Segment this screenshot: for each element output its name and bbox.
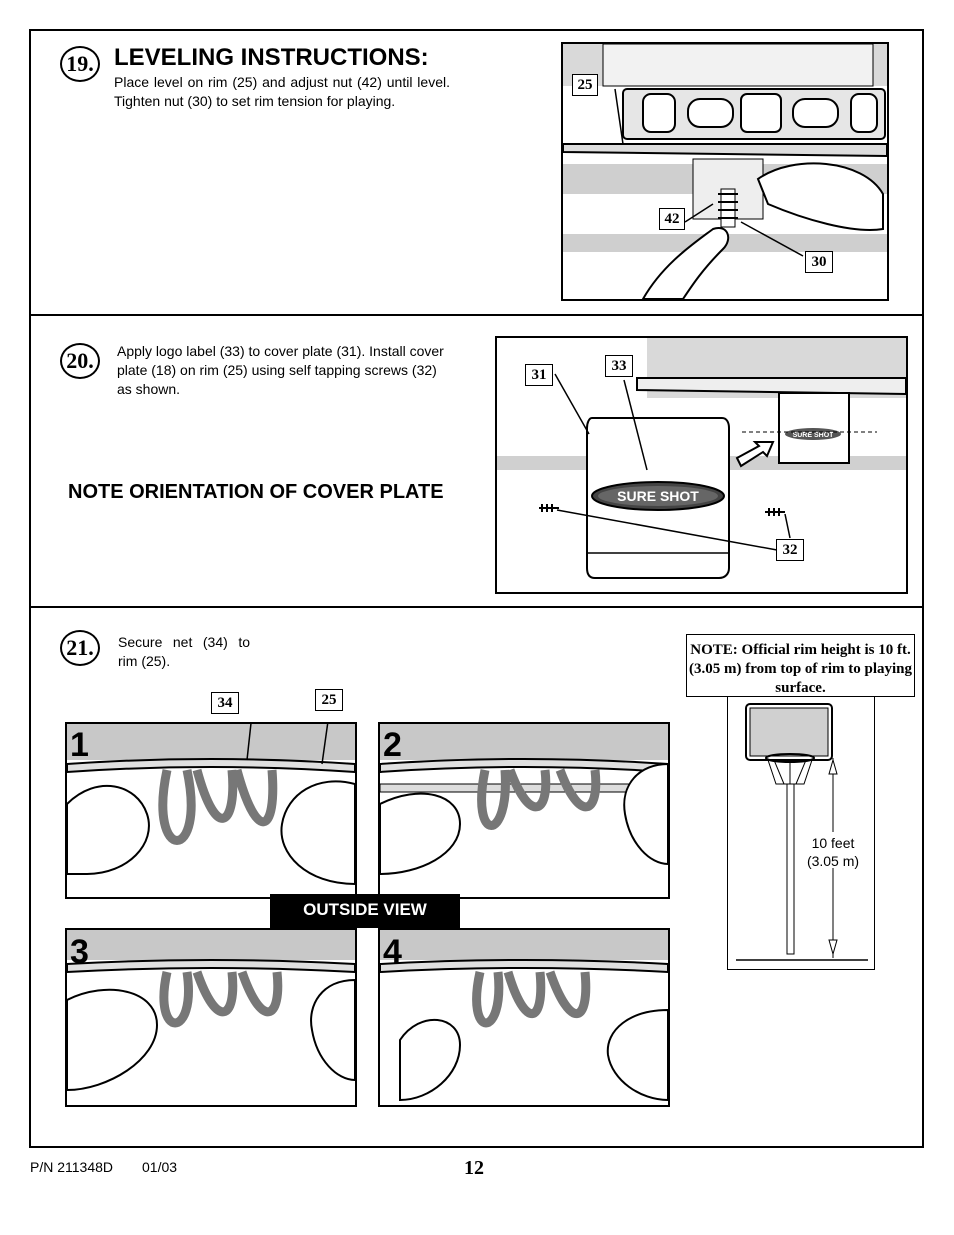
panel-2-number: 2	[383, 726, 402, 764]
step-19-text: Place level on rim (25) and adjust nut (…	[114, 74, 450, 109]
height-label: 10 feet (3.05 m)	[801, 834, 865, 870]
callout-33: 33	[605, 355, 633, 377]
net-step-panel-4	[378, 928, 670, 1107]
leveling-illustration	[561, 42, 889, 301]
callout-42: 42	[659, 208, 685, 230]
net-step-panel-3	[65, 928, 357, 1107]
panel-1-number: 1	[70, 726, 89, 764]
step-19-title: LEVELING INSTRUCTIONS:	[114, 44, 429, 71]
section-divider	[29, 606, 924, 608]
height-label-feet: 10 feet	[811, 835, 855, 851]
callout-34: 34	[211, 692, 239, 714]
section-divider	[29, 314, 924, 316]
step-20-text: Apply logo label (33) to cover plate (31…	[117, 343, 444, 397]
callout-25: 25	[572, 74, 598, 96]
net-step-panel-1	[65, 722, 357, 899]
cover-plate-note: NOTE ORIENTATION OF COVER PLATE	[68, 481, 444, 503]
page-number: 12	[464, 1157, 484, 1179]
step-20-number: 20.	[60, 343, 100, 379]
net-step-panel-2	[378, 722, 670, 899]
callout-31: 31	[525, 364, 553, 386]
outside-view-banner: OUTSIDE VIEW	[270, 894, 460, 928]
cover-plate-illustration: SURE SHOT SURE SHOT	[495, 336, 908, 594]
callout-32: 32	[776, 539, 804, 561]
panel-3-number: 3	[70, 933, 89, 971]
callout-30: 30	[805, 251, 833, 273]
height-label-meters: (3.05 m)	[806, 853, 860, 869]
svg-text:SURE SHOT: SURE SHOT	[793, 432, 835, 439]
part-number: P/N 211348D	[30, 1159, 114, 1175]
page-frame	[29, 29, 924, 1148]
step-21-text: Secure net (34) to rim (25).	[118, 634, 250, 669]
revision-date: 01/03	[142, 1159, 178, 1175]
rim-height-note: NOTE: Official rim height is 10 ft. (3.0…	[686, 634, 915, 697]
step-19-number: 19.	[60, 46, 100, 82]
hoop-diagram	[727, 696, 875, 970]
sure-shot-logo: SURE SHOT	[617, 488, 699, 504]
callout-25: 25	[315, 689, 343, 711]
panel-4-number: 4	[383, 933, 402, 971]
step-21-number: 21.	[60, 630, 100, 666]
